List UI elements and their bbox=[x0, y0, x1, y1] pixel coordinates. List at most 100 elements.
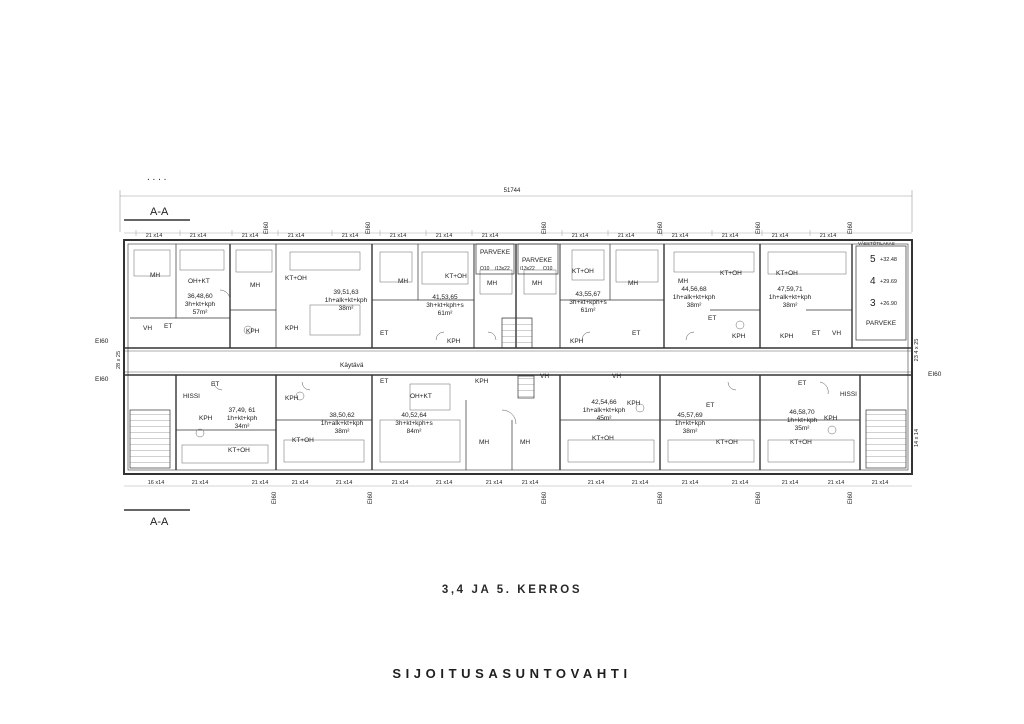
room-kph-4: KPH bbox=[570, 338, 584, 345]
balcony-label-1: PARVEKE bbox=[480, 249, 511, 256]
ei60-top-2: EI60 bbox=[542, 221, 548, 234]
top-dim-10: 21 x14 bbox=[672, 233, 689, 239]
room-kph-5: KPH bbox=[732, 333, 746, 340]
apartments_top-nums-3: 43,55,67 bbox=[575, 291, 601, 298]
room-ktoh-7: KT+OH bbox=[292, 437, 314, 444]
room-kph-9: KPH bbox=[475, 378, 489, 385]
ei60-top-5: EI60 bbox=[848, 221, 854, 234]
apartments_bottom-nums-5: 46,58,70 bbox=[789, 409, 815, 416]
center-balconies: PARVEKE PARVEKE i13x22 i13x22 O10 O10 bbox=[475, 243, 559, 275]
room-ktoh-6: KT+OH bbox=[228, 447, 250, 454]
room-vh-4: VH bbox=[612, 373, 621, 380]
vss-parveke-label: PARVEKE bbox=[866, 320, 897, 327]
floor-level-1: +29.69 bbox=[880, 279, 897, 285]
apartments_bottom-type-2: 3h+kt+kph+s bbox=[395, 420, 433, 427]
ei60-bottom-2: EI60 bbox=[542, 491, 548, 504]
room-ktoh-2: KT+OH bbox=[445, 273, 467, 280]
stairwell-right bbox=[865, 409, 907, 469]
top-dim-7: 21 x14 bbox=[482, 233, 499, 239]
room-hissi-2: HISSI bbox=[840, 391, 857, 398]
apartments_top-area-1: 38m² bbox=[339, 305, 355, 312]
room-et-8: ET bbox=[706, 402, 714, 409]
top-dim-0: 21 x14 bbox=[146, 233, 163, 239]
floor-number-2: 3 bbox=[870, 298, 876, 309]
room-ktoh-5: KT+OH bbox=[776, 270, 798, 277]
apartments_bottom-area-2: 84m² bbox=[407, 428, 423, 435]
room-hissi-1: HISSI bbox=[183, 393, 200, 400]
ei60-bottom-0: EI60 bbox=[272, 491, 278, 504]
top-dots: . . . . bbox=[147, 172, 166, 183]
top-dim-13: 21 x14 bbox=[820, 233, 837, 239]
apartments_bottom-nums-4: 45,57,69 bbox=[677, 412, 703, 419]
apartments_bottom-area-3: 45m² bbox=[597, 415, 613, 422]
room-ktoh-1: KT+OH bbox=[285, 275, 307, 282]
room-ktoh-10: KT+OH bbox=[790, 439, 812, 446]
room-mh-3: MH bbox=[398, 278, 408, 285]
apartments_bottom-type-5: 1h+kt+kph bbox=[787, 417, 818, 424]
apartments_top-type-0: 3h+kt+kph bbox=[185, 301, 216, 308]
stairwell-left bbox=[129, 409, 171, 469]
room-ktoh-4: KT+OH bbox=[720, 270, 742, 277]
top-dim-4: 21 x14 bbox=[342, 233, 359, 239]
bottom-dim-6: 21 x14 bbox=[486, 480, 503, 486]
floor-number-0: 5 bbox=[870, 254, 876, 265]
room-et-9: ET bbox=[798, 380, 806, 387]
room-kph-2: KPH bbox=[285, 325, 299, 332]
room-labels: MH OH+KT MH KT+OH MH KT+OH MH MH KT+OH M… bbox=[143, 268, 857, 454]
ei60-top-1: EI60 bbox=[366, 221, 372, 234]
room-kph-1: KPH bbox=[246, 328, 260, 335]
stairwell-center-top bbox=[501, 317, 533, 349]
top-dim-1: 21 x14 bbox=[190, 233, 207, 239]
apartments_top-area-5: 38m² bbox=[783, 302, 799, 309]
balcony-sub-1: O10 bbox=[480, 266, 490, 272]
apartments_bottom-area-4: 38m² bbox=[683, 428, 699, 435]
ei60-bottom-3: EI60 bbox=[658, 491, 664, 504]
room-mh-1: MH bbox=[150, 272, 160, 279]
ei60-bottom-5: EI60 bbox=[848, 491, 854, 504]
balcony-code-2: i13x22 bbox=[520, 266, 535, 272]
bottom-dim-4: 21 x14 bbox=[392, 480, 409, 486]
room-vh-3: VH bbox=[540, 373, 549, 380]
right-dim-label: 23 4 x 25 bbox=[914, 339, 920, 362]
room-kph-8: KPH bbox=[285, 395, 299, 402]
balcony-code-1: i13x22 bbox=[495, 266, 510, 272]
top-dim-9: 21 x14 bbox=[618, 233, 635, 239]
apartments_top-area-2: 61m² bbox=[438, 310, 454, 317]
apartments_top-nums-0: 36,48,60 bbox=[187, 293, 213, 300]
top-dim-8: 21 x14 bbox=[572, 233, 589, 239]
left-ei60-b: EI60 bbox=[95, 376, 109, 383]
apartments_top-nums-5: 47,59,71 bbox=[777, 286, 803, 293]
room-mh-4: MH bbox=[487, 280, 497, 287]
ei60-top-0: EI60 bbox=[264, 221, 270, 234]
bottom-dim-11: 21 x14 bbox=[732, 480, 749, 486]
overall-dimension: 51744 bbox=[119, 188, 913, 232]
room-kph-10: KPH bbox=[627, 400, 641, 407]
room-ohkt-1: OH+KT bbox=[188, 278, 210, 285]
top-dim-12: 21 x14 bbox=[772, 233, 789, 239]
right-dim-low-label: 14 x 14 bbox=[914, 429, 920, 447]
apartments_bottom-type-3: 1h+alk+kt+kph bbox=[583, 407, 626, 414]
apartments_top-area-4: 38m² bbox=[687, 302, 703, 309]
apartments_bottom-nums-2: 40,52,64 bbox=[401, 412, 427, 419]
apartments_bottom-area-5: 35m² bbox=[795, 425, 811, 432]
apartment-info-bottom: 37,49, 611h+kt+kph34m²38,50,621h+alk+kt+… bbox=[227, 399, 818, 435]
apartments_bottom-nums-0: 37,49, 61 bbox=[228, 407, 255, 414]
room-kph-6: KPH bbox=[780, 333, 794, 340]
apartments_top-area-0: 57m² bbox=[193, 309, 209, 316]
bottom-dim-12: 21 x14 bbox=[782, 480, 799, 486]
door-swings bbox=[213, 289, 829, 425]
corridor-label: Käytävä bbox=[340, 362, 364, 369]
room-mh-5: MH bbox=[532, 280, 542, 287]
right-ei60: EI60 bbox=[928, 371, 942, 378]
stairwell-center-low bbox=[517, 375, 535, 399]
top-dim-5: 21 x14 bbox=[390, 233, 407, 239]
floor-title: 3,4 JA 5. KERROS bbox=[441, 584, 583, 596]
room-ktoh-9: KT+OH bbox=[716, 439, 738, 446]
apartments_top-type-5: 1h+alk+kt+kph bbox=[769, 294, 812, 301]
bottom-dim-1: 21 x14 bbox=[252, 480, 269, 486]
apartments_bottom-type-0: 1h+kt+kph bbox=[227, 415, 258, 422]
brand-title: SIJOITUSASUNTOVAHTI bbox=[392, 666, 632, 681]
floor-number-1: 4 bbox=[870, 276, 876, 287]
room-et-6: ET bbox=[211, 381, 219, 388]
